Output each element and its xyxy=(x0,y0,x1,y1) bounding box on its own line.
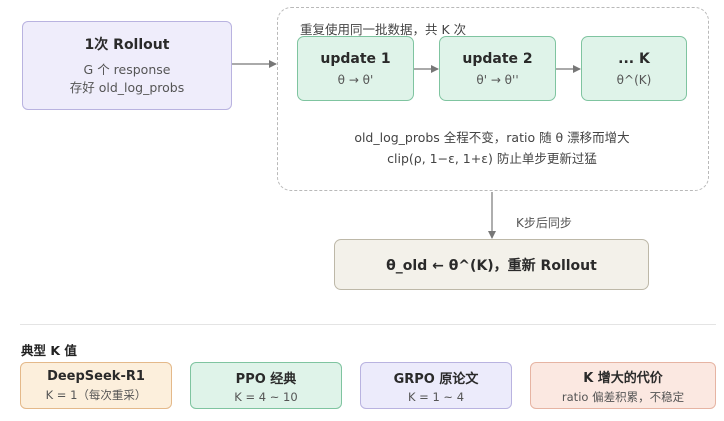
update-k-box: ... K θ^(K) xyxy=(581,36,687,101)
rollout-line1: G 个 response xyxy=(83,62,171,77)
card-k-cost: K 增大的代价 ratio 偏差积累，不稳定 xyxy=(530,362,716,409)
update-k-title: ... K xyxy=(618,50,650,67)
update-1-box: update 1 θ → θ' xyxy=(297,36,414,101)
loop-note-clip: clip(ρ, 1−ε, 1+ε) 防止单步更新过猛 xyxy=(387,151,597,166)
card-cost-title: K 增大的代价 xyxy=(583,370,663,386)
update-2-title: update 2 xyxy=(462,50,533,67)
rollout-line2: 存好 old_log_probs xyxy=(69,80,185,95)
k-values-title: 典型 K 值 xyxy=(21,343,77,358)
final-sync-box: θ_old ← θ^(K)，重新 Rollout xyxy=(334,239,649,290)
card-deepseek-r1: DeepSeek-R1 K = 1（每次重采） xyxy=(20,362,172,409)
update-2-sub: θ' → θ'' xyxy=(476,72,519,87)
card-grpo-paper: GRPO 原论文 K = 1 ~ 4 xyxy=(360,362,512,409)
card-grpo-sub: K = 1 ~ 4 xyxy=(407,389,465,404)
update-k-sub: θ^(K) xyxy=(616,72,652,87)
card-cost-sub: ratio 偏差积累，不稳定 xyxy=(561,389,685,404)
reuse-loop-container xyxy=(277,7,709,191)
loop-title: 重复使用同一批数据，共 K 次 xyxy=(300,22,467,37)
loop-note-ratio: old_log_probs 全程不变，ratio 随 θ 漂移而增大 xyxy=(354,130,630,145)
rollout-title: 1次 Rollout xyxy=(84,37,170,53)
update-2-box: update 2 θ' → θ'' xyxy=(439,36,556,101)
card-ppo-classic: PPO 经典 K = 4 ~ 10 xyxy=(190,362,342,409)
rollout-box: 1次 Rollout G 个 response 存好 old_log_probs xyxy=(22,21,232,110)
card-deepseek-title: DeepSeek-R1 xyxy=(47,368,145,384)
card-ppo-title: PPO 经典 xyxy=(235,371,297,387)
update-1-title: update 1 xyxy=(320,50,391,67)
section-divider xyxy=(20,324,716,325)
final-title: θ_old ← θ^(K)，重新 Rollout xyxy=(386,257,597,274)
sync-label: K步后同步 xyxy=(516,216,572,230)
card-grpo-title: GRPO 原论文 xyxy=(393,371,479,387)
card-deepseek-sub: K = 1（每次重采） xyxy=(45,387,147,402)
card-ppo-sub: K = 4 ~ 10 xyxy=(234,389,298,404)
update-1-sub: θ → θ' xyxy=(337,72,374,87)
